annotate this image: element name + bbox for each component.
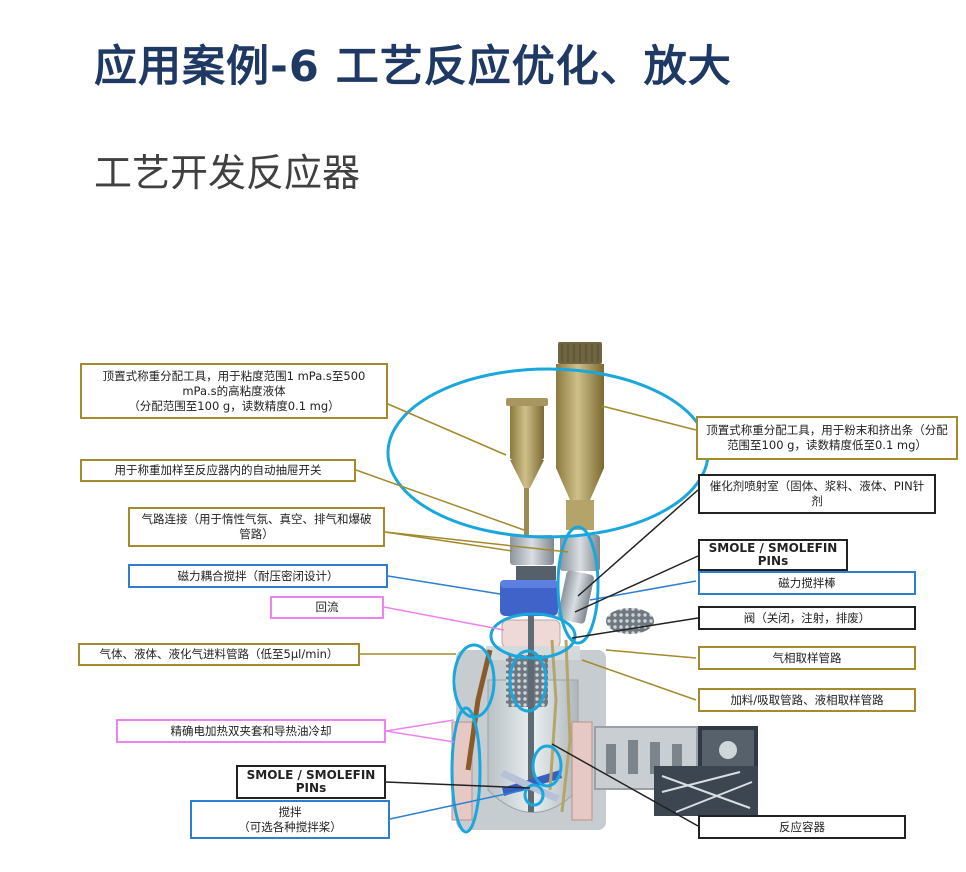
callout-powder-dispenser: 顶置式称重分配工具，用于粉末和挤出条（分配范围至100 g，读数精度低至0.1 … (696, 416, 958, 460)
callout-reflux: 回流 (270, 596, 384, 619)
callout-auto-switch: 用于称重加样至反应器内的自动抽屉开关 (80, 459, 356, 482)
powder-dispenser-graphic (556, 342, 604, 530)
callout-valve: 阀（关闭，注射，排废） (698, 606, 916, 630)
callout-magnetic-coupling: 磁力耦合搅拌（耐压密闭设计） (128, 564, 388, 588)
callout-gas-connection: 气路连接（用于惰性气氛、真空、排气和爆破管路） (128, 507, 385, 547)
callout-stirring: 搅拌 （可选各种搅拌桨） (190, 800, 390, 839)
callout-catalyst-chamber: 催化剂喷射室（固体、浆料、液体、PIN针剂 (698, 474, 936, 514)
callout-smole-pins-left: SMOLE / SMOLEFIN PINs (236, 765, 386, 799)
callout-reaction-vessel: 反应容器 (698, 815, 906, 839)
callout-liquid-dispenser: 顶置式称重分配工具，用于粘度范围1 mPa.s至500 mPa.s的高粘度液体 … (80, 363, 388, 419)
page-title: 应用案例-6 工艺反应优化、放大 (94, 42, 732, 92)
callout-heating-jacket: 精确电加热双夹套和导热油冷却 (116, 719, 386, 743)
callout-gas-sampling: 气相取样管路 (698, 646, 916, 670)
callout-smole-pins-right: SMOLE / SMOLEFIN PINs (698, 539, 848, 571)
callout-magnetic-stir-bar: 磁力搅拌棒 (698, 571, 916, 595)
page-subtitle: 工艺开发反应器 (94, 151, 361, 195)
callout-feed-sampling: 加料/吸取管路、液相取样管路 (698, 688, 916, 712)
callout-gas-liquid-feed: 气体、液体、液化气进料管路（低至5μl/min） (78, 643, 360, 666)
liquid-dispenser-graphic (506, 398, 548, 536)
